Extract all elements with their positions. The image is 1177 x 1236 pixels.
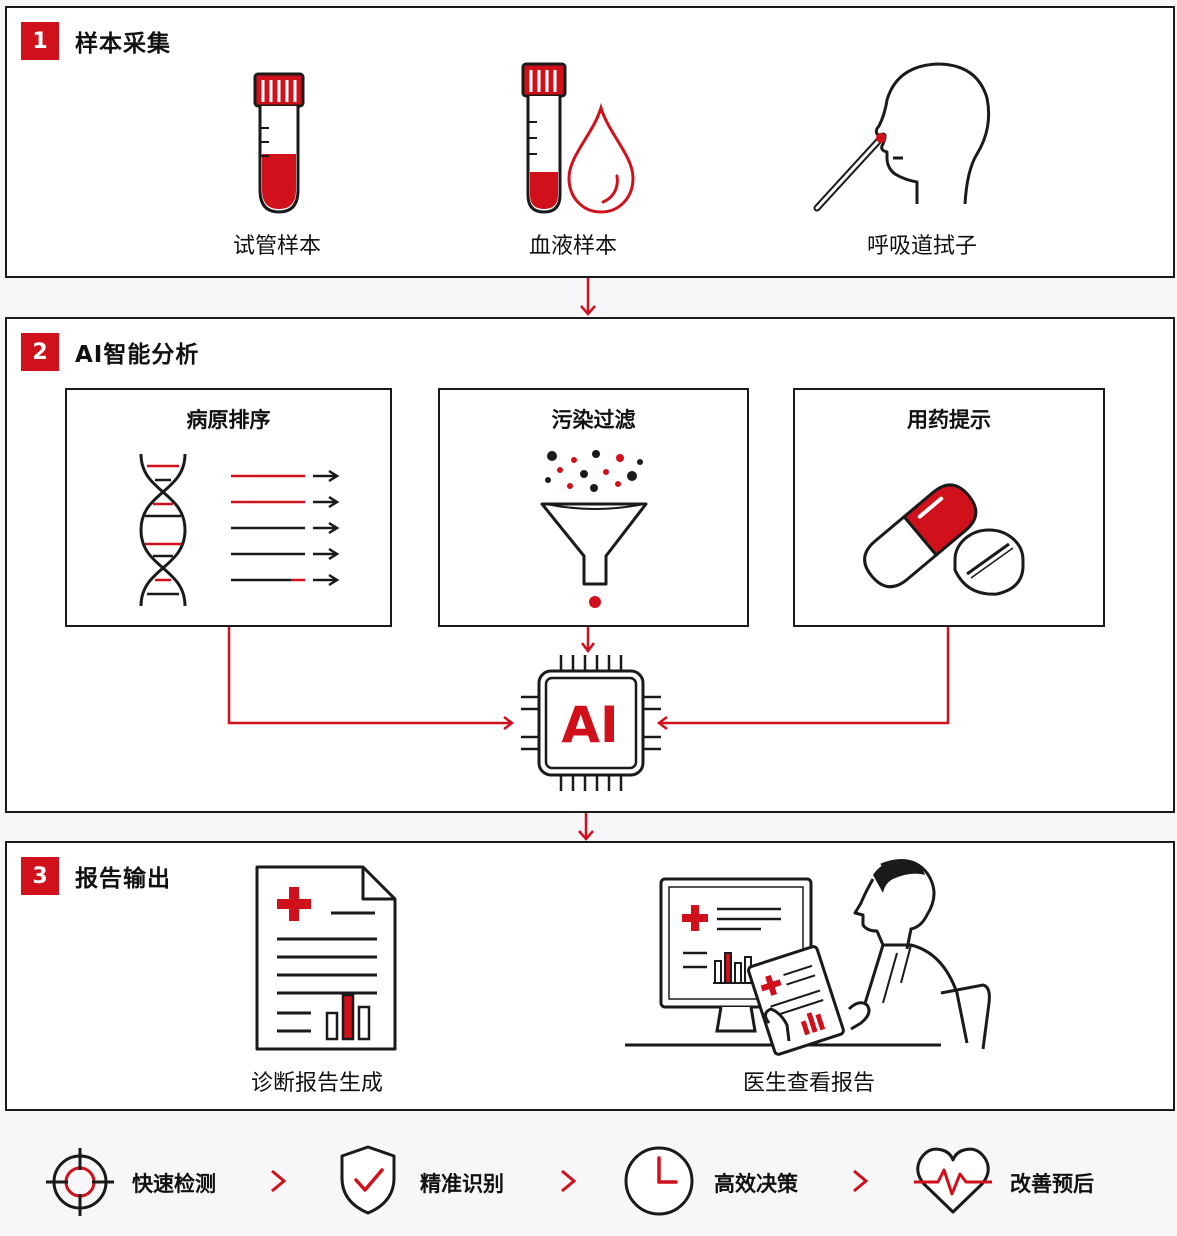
doctor-monitor-icon	[625, 859, 991, 1056]
chevron-right-icon	[853, 1169, 869, 1193]
report-document-icon	[255, 865, 397, 1051]
clock-icon	[624, 1146, 694, 1216]
item-label-report-generation: 诊断报告生成	[250, 1071, 383, 1096]
box-title: 用药提示	[907, 408, 991, 432]
crosshair-icon	[46, 1148, 114, 1216]
sequence-arrows-icon	[231, 469, 340, 587]
dna-icon	[139, 453, 187, 607]
chevron-right-icon	[271, 1169, 287, 1193]
box-medication-hint: 用药提示	[793, 388, 1105, 627]
heartbeat-icon	[914, 1147, 992, 1214]
connector-lines	[227, 627, 950, 730]
section-report-output: 3 报告输出 诊断报告生成	[5, 841, 1175, 1111]
box-pathogen-ranking: 病原排序	[65, 388, 392, 627]
item-label-test-tube: 试管样本	[232, 234, 321, 259]
blood-drop-icon	[567, 102, 635, 214]
item-label-swab: 呼吸道拭子	[866, 234, 977, 259]
feature-efficient-decision: 高效决策	[714, 1172, 798, 1196]
chevron-right-icon	[561, 1169, 577, 1193]
flow-arrow-1	[580, 278, 596, 316]
capsule-pill-icon	[863, 483, 1025, 596]
section-sample-collection: 1 样本采集 试管样本 血液样本	[5, 6, 1175, 278]
box-title: 病原排序	[186, 408, 271, 432]
flow-arrow-2	[578, 813, 594, 841]
section-number: 1	[21, 22, 59, 60]
swab-head-icon	[813, 62, 991, 212]
item-label-doctor-view: 医生查看报告	[742, 1071, 875, 1096]
ai-chip-icon	[521, 655, 661, 791]
feature-fast-detection: 快速检测	[132, 1172, 216, 1196]
box-title: 污染过滤	[551, 408, 636, 432]
section-title: 样本采集	[75, 31, 171, 57]
ai-chip-label: AI	[561, 696, 619, 754]
shield-check-icon	[340, 1145, 396, 1215]
box-contamination-filter: 污染过滤	[438, 388, 749, 627]
section-number: 3	[21, 857, 59, 895]
section-number: 2	[21, 333, 59, 371]
feature-precise-identification: 精准识别	[420, 1172, 504, 1196]
test-tube-icon	[253, 72, 305, 214]
section-ai-analysis: 2 AI智能分析 病原排序	[5, 317, 1175, 813]
blood-tube-icon	[521, 62, 567, 214]
feature-improve-prognosis: 改善预后	[1010, 1172, 1094, 1196]
section-title: AI智能分析	[75, 342, 200, 368]
funnel-icon	[540, 450, 648, 608]
section-title: 报告输出	[75, 866, 171, 892]
item-label-blood: 血液样本	[528, 234, 617, 259]
